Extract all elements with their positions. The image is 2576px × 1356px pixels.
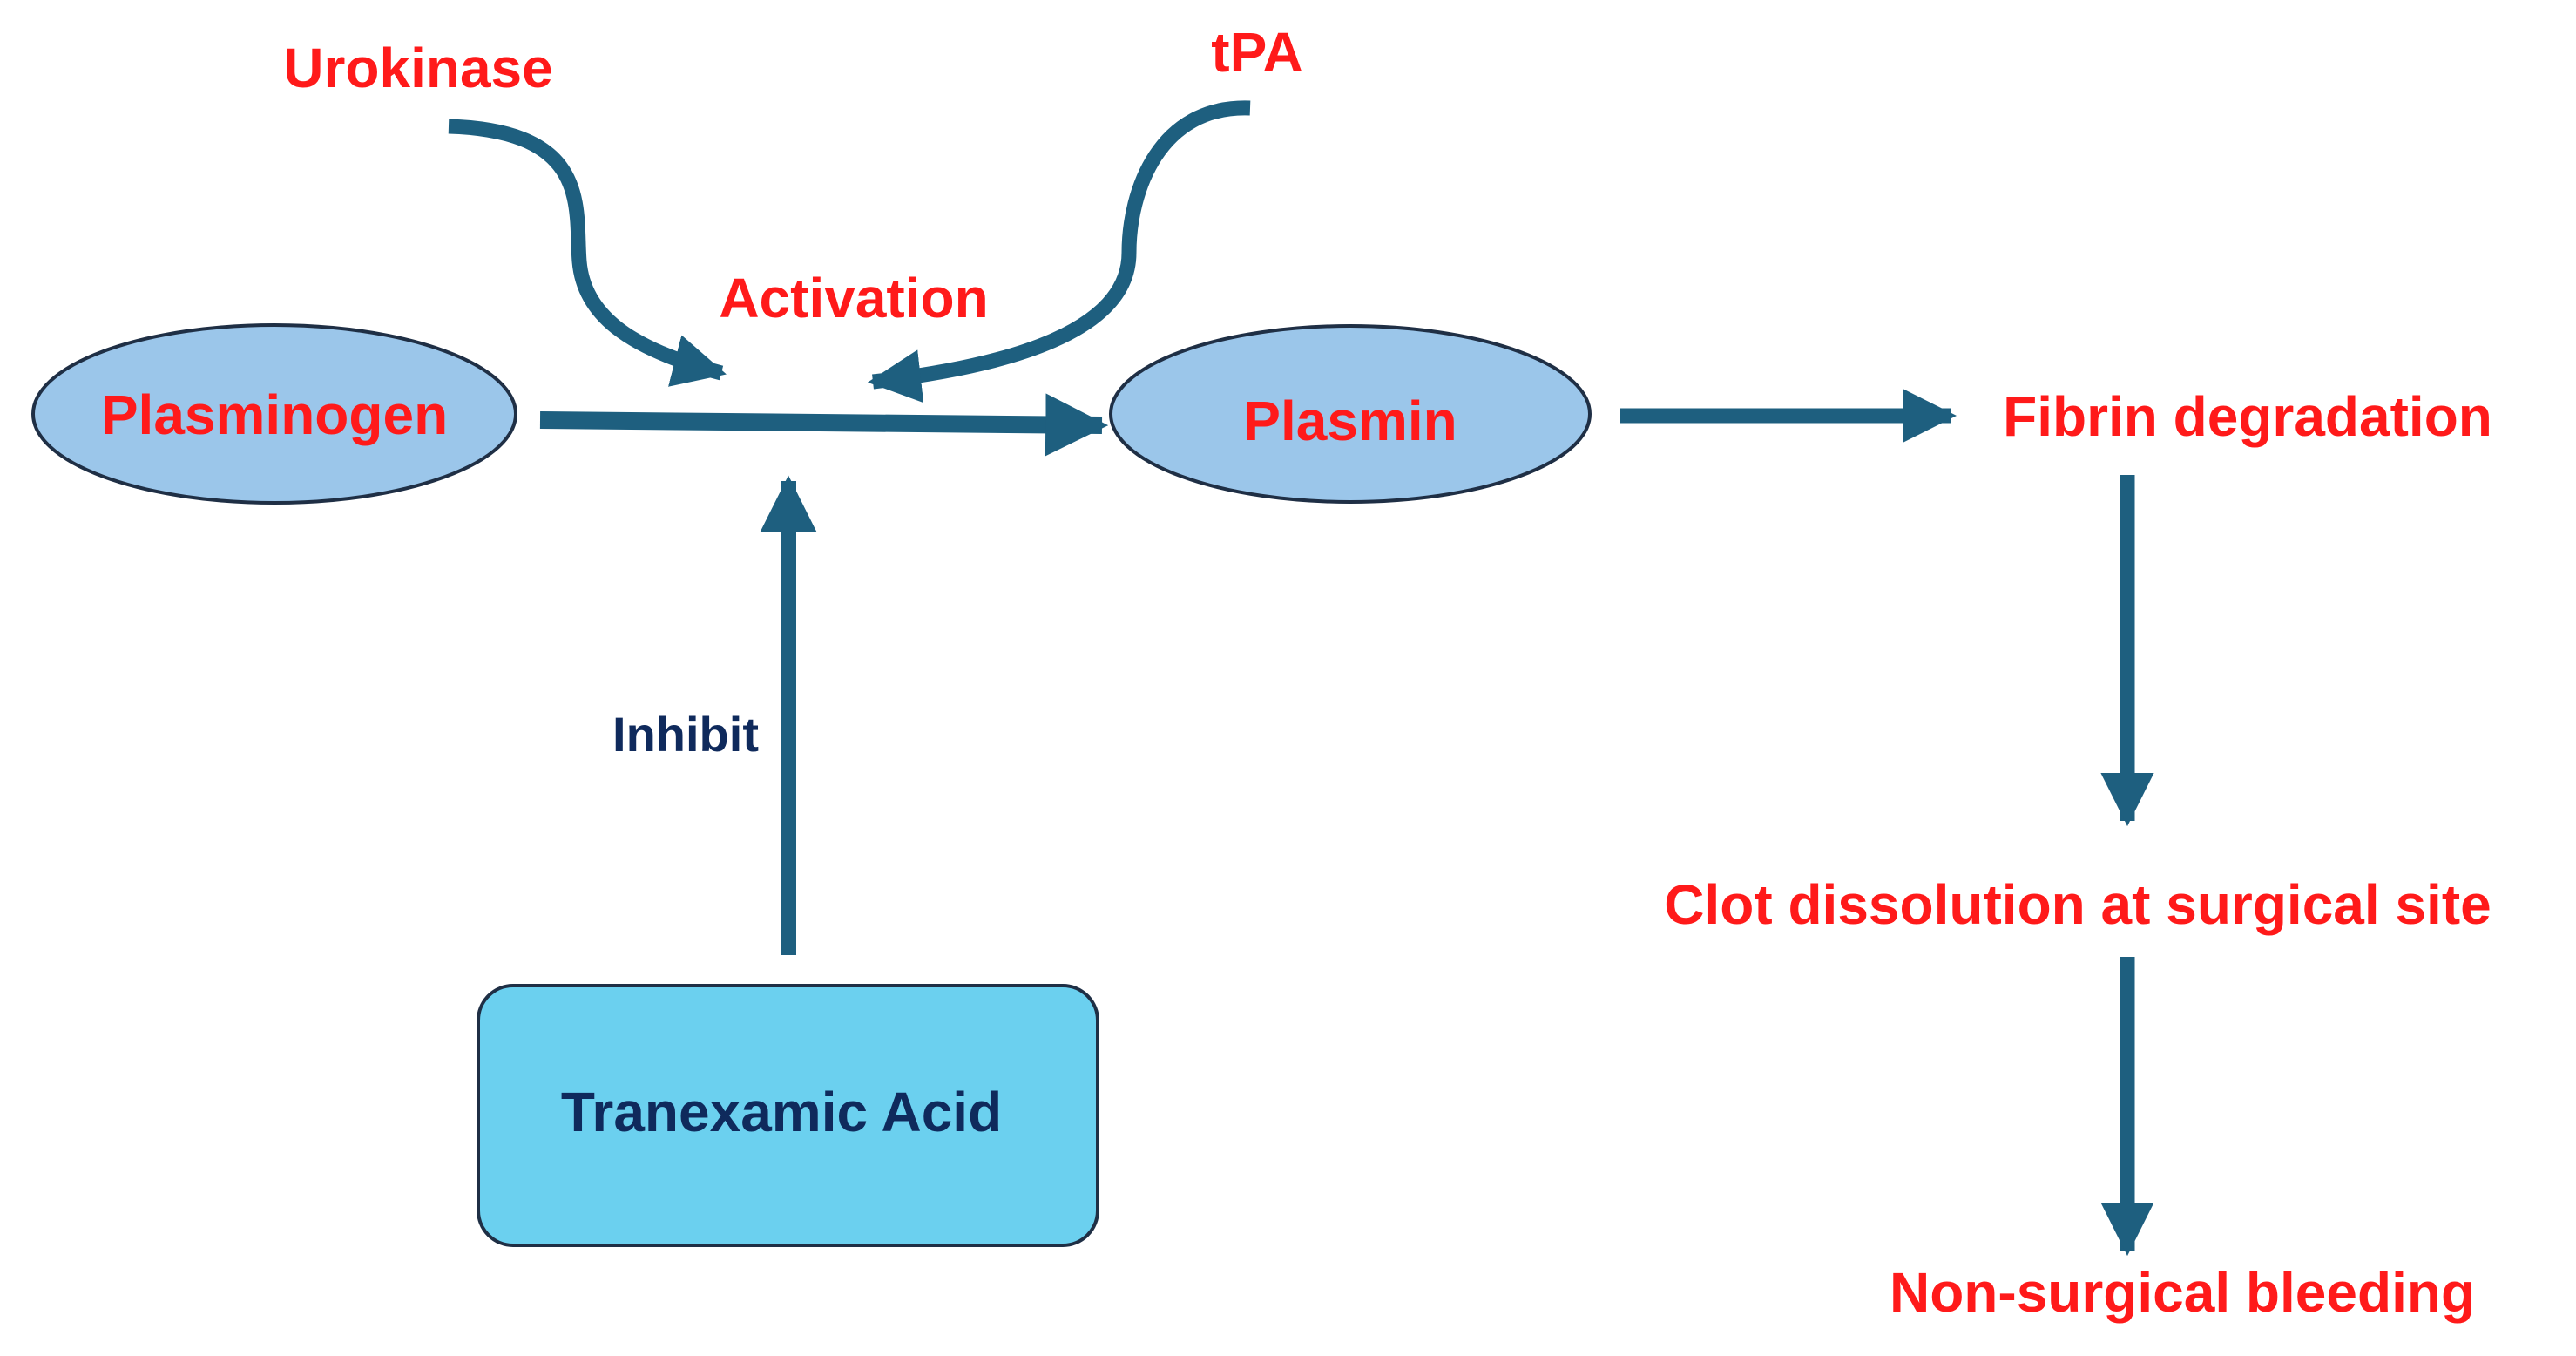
non-surgical-bleeding-label: Non-surgical bleeding bbox=[1890, 1261, 2475, 1324]
urokinase-arrow bbox=[448, 119, 727, 387]
plasminogen-node: Plasminogen bbox=[31, 323, 517, 505]
clot-dissolution-label: Clot dissolution at surgical site bbox=[1664, 873, 2491, 936]
tpa-label: tPA bbox=[1211, 21, 1302, 84]
tpa-arrow bbox=[867, 100, 1251, 403]
plasmin-label: Plasmin bbox=[1243, 390, 1457, 452]
plasminogen-label: Plasminogen bbox=[101, 383, 448, 446]
tranexamic-acid-label: Tranexamic Acid bbox=[561, 1081, 1002, 1143]
tranexamic-acid-box: Tranexamic Acid bbox=[477, 984, 1099, 1247]
activation-label: Activation bbox=[719, 267, 988, 329]
fibrin-degradation-label: Fibrin degradation bbox=[2003, 385, 2492, 448]
activation-arrow bbox=[539, 393, 1109, 457]
inhibit-label: Inhibit bbox=[612, 707, 759, 762]
urokinase-label: Urokinase bbox=[283, 37, 552, 99]
plasmin-node: Plasmin bbox=[1109, 324, 1592, 504]
